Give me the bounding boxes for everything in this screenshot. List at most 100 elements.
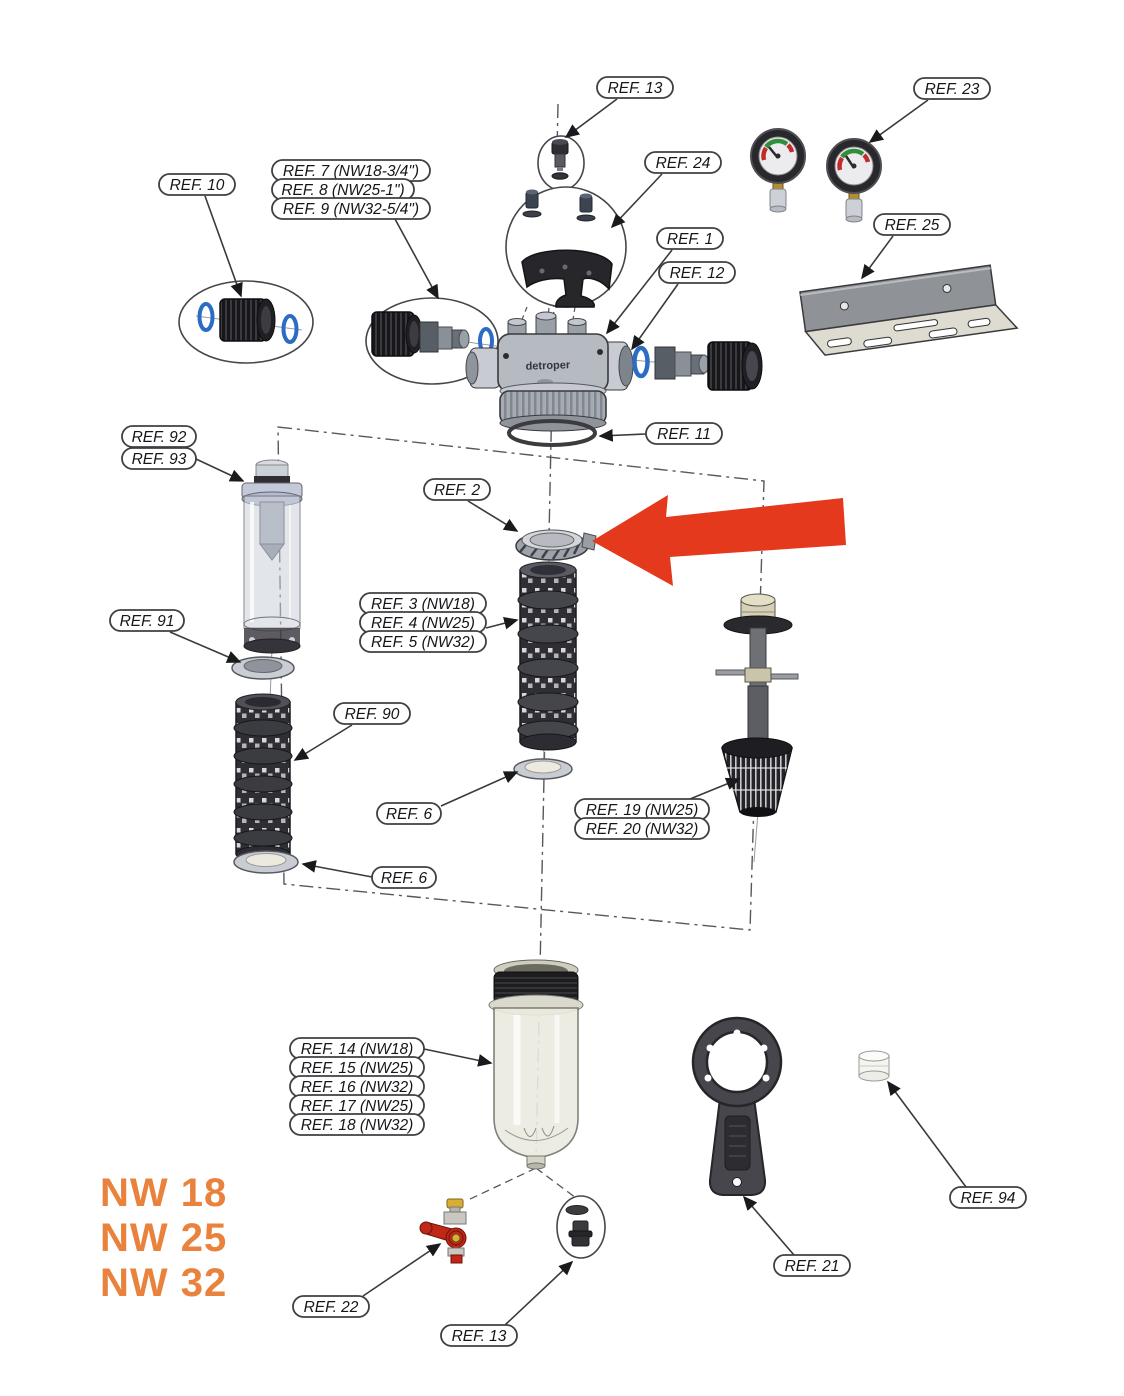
o-ring-blue [197,302,215,332]
leader-ref92-93 [195,458,245,482]
label-ref21-text: REF. 21 [785,1258,840,1275]
label-ref11-text: REF. 11 [657,426,711,443]
label-ref23-text: REF. 23 [925,81,980,98]
filter-bowl-part [488,959,584,1170]
leader-ref14-18 [423,1048,493,1067]
bowl-wrench-part [691,1016,783,1196]
label-ref13-bottom-text: REF. 13 [452,1328,507,1345]
leader-ref19-20 [689,777,741,800]
leader-ref6-center [440,771,519,807]
leader-ref23 [868,99,929,143]
outlet-fitting-part [632,341,763,391]
leader-ref90 [293,724,353,761]
label-ref25: REF. 25 [873,213,951,236]
union-nut-orings-part [178,280,314,364]
o-ring-blue [632,345,650,379]
label-ref94-text: REF. 94 [961,1190,1016,1207]
seal-ring-left-part [233,850,299,874]
label-ref91-text: REF. 91 [120,613,175,630]
label-ref92: REF. 92 [121,425,197,448]
label-ref2-text: REF. 2 [434,482,481,499]
seal-ring-center-part [513,758,573,780]
label-ref6-center-text: REF. 6 [386,806,433,823]
clear-cartridge-part [241,459,303,654]
mounting-bracket-detail [505,186,627,308]
label-ref20-text: REF. 20 (NW32) [586,821,699,838]
leader-ref13-bottom [504,1260,574,1326]
highlight-red-arrow [592,495,846,586]
head-o-ring-part [507,419,597,447]
label-ref93: REF. 93 [121,447,197,470]
mesh-cartridge-center-part [517,561,579,751]
label-ref90: REF. 90 [333,702,411,725]
leader-lines [169,98,967,1326]
bracket-silhouette [521,249,613,308]
label-ref11: REF. 11 [645,422,723,445]
label-ref17-text: REF. 17 (NW25) [301,1098,414,1115]
label-ref4-text: REF. 4 (NW25) [371,615,475,632]
size-variants: NW 18 NW 25 NW 32 [100,1171,227,1305]
label-ref3: REF. 3 (NW18) [359,592,487,615]
leader-ref24 [610,173,663,229]
leader-ref2 [467,500,519,532]
label-ref90-text: REF. 90 [345,706,400,723]
label-ref18-text: REF. 18 (NW32) [301,1117,414,1134]
label-ref17: REF. 17 (NW25) [289,1094,425,1117]
label-ref94: REF. 94 [949,1186,1027,1209]
label-ref21: REF. 21 [773,1254,851,1277]
label-ref10: REF. 10 [158,173,236,196]
adapter-ring-part [231,656,295,680]
labels: REF. 13 REF. 23 REF. 10 REF. 7 (NW18-3/4… [109,76,1027,1347]
label-ref13-bottom: REF. 13 [440,1324,518,1347]
vent-screw-part [537,135,585,191]
leader-ref11 [598,429,647,442]
label-ref22-text: REF. 22 [304,1299,359,1316]
label-ref14-text: REF. 14 (NW18) [301,1041,414,1058]
label-ref22: REF. 22 [292,1295,370,1318]
leader-ref13-top [564,98,618,138]
mesh-cartridge-left-part [233,693,293,863]
label-ref24-text: REF. 24 [656,155,711,172]
leader-ref6-bottom [301,860,373,878]
label-ref8-text: REF. 8 (NW25-1") [281,182,404,199]
label-ref19-text: REF. 19 (NW25) [586,802,699,819]
label-ref1: REF. 1 [656,227,724,250]
label-ref3-text: REF. 3 (NW18) [371,596,475,613]
leader-ref21 [742,1195,795,1256]
o-ring-blue [281,314,299,344]
label-ref20: REF. 20 (NW32) [574,817,710,840]
label-ref14: REF. 14 (NW18) [289,1037,425,1060]
label-ref15-text: REF. 15 (NW25) [301,1060,414,1077]
label-ref5-text: REF. 5 (NW32) [371,634,475,651]
label-ref7: REF. 7 (NW18-3/4") [271,159,431,182]
filter-head-part: detroper [465,311,634,432]
size-variant-nw25: NW 25 [100,1216,227,1260]
label-ref24: REF. 24 [644,151,722,174]
label-ref2: REF. 2 [423,478,491,501]
leader-ref1 [606,249,673,335]
bracket-hole [942,284,952,294]
leader-ref94 [887,1080,967,1188]
leader-ref91 [169,631,242,663]
label-ref7-text: REF. 7 (NW18-3/4") [283,163,419,180]
drain-valve-part [419,1198,467,1264]
label-ref6-bottom: REF. 6 [371,866,437,889]
leader-ref25 [861,235,894,280]
grease-pot-part [858,1050,890,1082]
tailpiece-fitting-part [365,297,499,385]
label-ref92-text: REF. 92 [132,429,187,446]
label-ref25-text: REF. 25 [885,217,940,234]
label-ref93-text: REF. 93 [132,451,187,468]
label-ref6-bottom-text: REF. 6 [381,870,428,887]
leader-ref3-4-5 [485,617,519,630]
bracket-hole [839,301,849,311]
label-ref1-text: REF. 1 [667,231,713,248]
label-ref9: REF. 9 (NW32-5/4") [271,197,431,220]
label-ref19: REF. 19 (NW25) [574,798,710,821]
label-ref10-text: REF. 10 [170,177,225,194]
leader-ref22 [362,1243,442,1297]
bayonet-gear-ring-part [515,529,597,561]
label-ref5: REF. 5 (NW32) [359,630,487,653]
label-ref12-text: REF. 12 [670,265,725,282]
